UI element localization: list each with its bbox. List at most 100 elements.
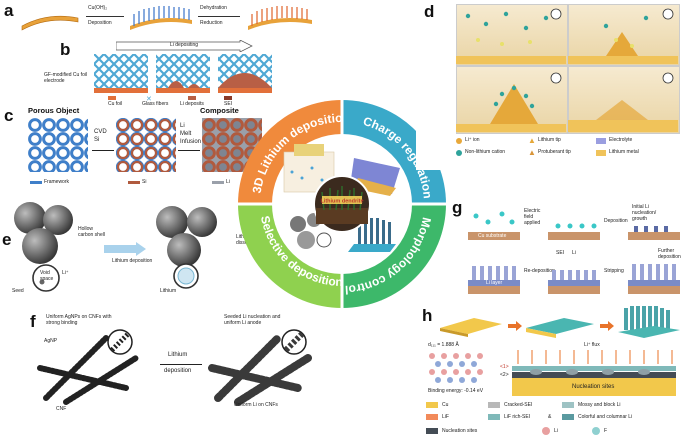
legend-nucleation-swatch bbox=[426, 428, 438, 434]
h-lattice bbox=[429, 353, 483, 383]
panel-h-label: h bbox=[422, 306, 433, 325]
legend-non-lithium-icon bbox=[456, 150, 462, 156]
legend-li-ion: Li⁺ ion bbox=[465, 137, 480, 143]
porous-framework bbox=[28, 118, 88, 172]
legend-lithium-metal: Lithium metal bbox=[609, 149, 639, 155]
legend-columnar: Colorful and columnar Li bbox=[578, 414, 633, 420]
d-illustrations bbox=[456, 8, 678, 132]
further-deposition-text: Further deposition bbox=[658, 248, 681, 260]
d-quadrant-1 bbox=[456, 4, 568, 66]
g-stage-5 bbox=[548, 270, 600, 294]
panel-d: d Li⁺ ion ▲ Lithium tip Electrolyte Non-… bbox=[416, 2, 682, 170]
panel-e-label: e bbox=[2, 230, 12, 249]
panel-f: f Uniform AgNPs on CNFs with strong bind… bbox=[0, 310, 312, 420]
cvd-si-text: CVD Si bbox=[94, 129, 107, 143]
g-stage-2 bbox=[548, 223, 600, 240]
electrode-text: GF-modified Cu foil electrode bbox=[44, 72, 88, 84]
initial-li-text: Initial Li nucleation/ growth bbox=[632, 204, 657, 222]
g-deposition-text: Deposition bbox=[604, 218, 628, 224]
legend-framework-swatch bbox=[30, 181, 42, 184]
li-text-g: Li bbox=[572, 250, 576, 256]
redeposition-text: Re-deposition bbox=[524, 268, 555, 274]
panel-a: a Cu(OH)₂ Deposition Dehydration Reducti… bbox=[0, 0, 330, 40]
seeded-li-text: Seeded Li nucleation and uniform Li anod… bbox=[224, 314, 281, 326]
cu-oh-nanowire-foil bbox=[130, 6, 192, 30]
legend-glass-fibers: Glass fibers bbox=[142, 101, 169, 107]
bl-row-2: LiF LiF rich-SEI & Colorful and columnar… bbox=[426, 412, 684, 423]
hollow-carbon-shell-text: Hollow carbon shell bbox=[78, 226, 105, 238]
g-stage-1 bbox=[468, 211, 520, 240]
legend-electrolyte-icon bbox=[596, 138, 606, 144]
legend-li-deposits-swatch bbox=[188, 96, 196, 100]
panel-b-legend: Cu foil ✕ Glass fibers Li deposits SEI bbox=[108, 96, 308, 108]
legend-f-atom: F bbox=[604, 428, 608, 434]
panel-c-label: c bbox=[4, 106, 14, 125]
step2-bottom-text: Reduction bbox=[200, 20, 223, 26]
sei-text: SEI bbox=[556, 250, 565, 256]
cu-foil-plain bbox=[21, 15, 79, 31]
legend-lif-rich: LiF rich-SEI bbox=[504, 414, 531, 420]
seed-text: Seed bbox=[12, 288, 24, 294]
legend-sei: SEI bbox=[224, 101, 233, 107]
uniform-li-cnf-network bbox=[208, 329, 312, 406]
lithium-deposition-top: Lithium bbox=[168, 352, 188, 358]
center-text: Lithium dendrite bbox=[320, 199, 363, 205]
layer2-text: <2> bbox=[500, 372, 509, 378]
f-arrow bbox=[160, 364, 202, 365]
si-coated-framework bbox=[116, 118, 176, 172]
legend-li: Li bbox=[226, 179, 230, 185]
h-flux-diagram bbox=[512, 350, 676, 396]
legend-columnar-swatch bbox=[562, 414, 574, 420]
g-stage-4 bbox=[468, 266, 520, 294]
uniform-li-text: Uniform Li on CNFs bbox=[234, 402, 278, 408]
bl-row-1: Cu Cracked-SEI Mossy and block Li bbox=[426, 400, 684, 411]
step2-top-text: Dehydration bbox=[200, 5, 227, 11]
layer1-text: <1> bbox=[500, 364, 509, 370]
stripping-text: Stripping bbox=[604, 268, 624, 274]
legend-lithium-metal-icon bbox=[596, 150, 606, 156]
legend-li-atom-icon bbox=[542, 427, 550, 435]
legend-mossy-swatch bbox=[562, 402, 574, 408]
legend-ampersand: & bbox=[548, 414, 552, 420]
legend-li-atom: Li bbox=[554, 428, 558, 434]
bl-row-3: Nucleation sites Li F bbox=[426, 426, 684, 437]
panel-e: e Hollow carbon shell Void space Seed Li… bbox=[0, 196, 300, 296]
agnp-cnf-network bbox=[37, 329, 139, 405]
uniform-agnp-text: Uniform AgNPs on CNFs with strong bindin… bbox=[46, 314, 112, 326]
li-layer-text: Li layer bbox=[486, 280, 503, 286]
li-plus-text: Li⁺ bbox=[62, 270, 69, 276]
step1-bottom-text: Deposition bbox=[88, 20, 112, 26]
lithium-deposition-arrow bbox=[104, 242, 146, 256]
legend-li-deposits: Li deposits bbox=[180, 101, 204, 107]
panel-h: h d₁₁₁ = 1.888 Å Binding energy: -0.14 e… bbox=[418, 306, 684, 398]
legend-nucleation: Nucleation sites bbox=[442, 428, 478, 434]
legend-cu-foil-swatch bbox=[108, 96, 116, 100]
hollow-carbon-spheres bbox=[14, 202, 73, 292]
legend-lif-rich-swatch bbox=[488, 414, 500, 420]
legend-f-atom-icon bbox=[592, 427, 600, 435]
legend-cu: Cu bbox=[442, 402, 449, 408]
step1-top-text: Cu(OH)₂ bbox=[88, 5, 108, 11]
porous-object-title: Porous Object bbox=[28, 106, 80, 115]
infusion-arrow bbox=[178, 150, 200, 151]
panel-b-label: b bbox=[60, 40, 71, 59]
step1-arrow bbox=[86, 16, 124, 17]
g-stage-3 bbox=[628, 226, 680, 240]
legend-si: Si bbox=[142, 179, 147, 185]
electric-field-text: Electric field applied bbox=[524, 208, 541, 226]
panel-c-legend: Framework Si Li bbox=[30, 178, 290, 188]
g-stage-6 bbox=[628, 264, 680, 294]
panel-d-legend: Li⁺ ion ▲ Lithium tip Electrolyte Non-li… bbox=[456, 136, 682, 170]
legend-cracked-sei-swatch bbox=[488, 402, 500, 408]
legend-lithium-tip: Lithium tip bbox=[538, 137, 561, 143]
nucleation-sites-text: Nucleation sites bbox=[572, 384, 615, 390]
bottom-legend: Cu Cracked-SEI Mossy and block Li LiF Li… bbox=[426, 400, 684, 440]
legend-protuberant: Protuberant tip bbox=[538, 149, 571, 155]
legend-si-swatch bbox=[128, 181, 140, 184]
cvd-arrow bbox=[92, 150, 114, 151]
panel-b: b Li depositing GF-modified Cu foil elec… bbox=[0, 38, 300, 110]
panel-f-label: f bbox=[30, 312, 36, 331]
cu-substrate-text: Cu substrate bbox=[478, 233, 507, 239]
agnp-text: AgNP bbox=[44, 338, 58, 344]
panel-g: g Electric field applied Deposition Init… bbox=[452, 198, 684, 314]
